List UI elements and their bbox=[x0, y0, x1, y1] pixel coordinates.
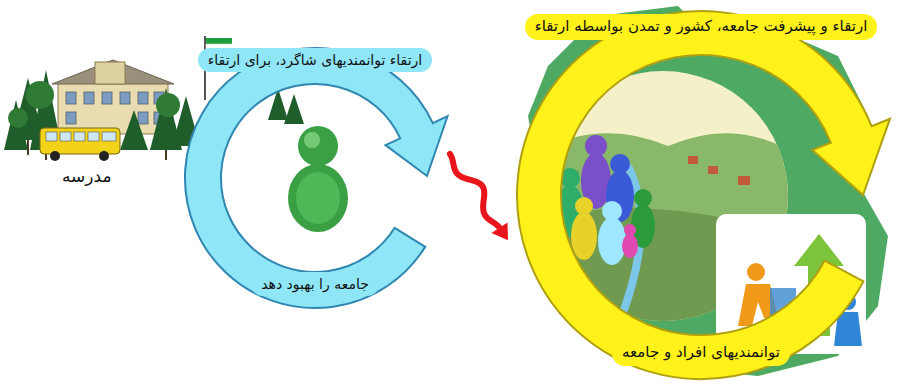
ring-arrow bbox=[517, 11, 890, 379]
ring-arrow-shape bbox=[508, 6, 894, 384]
arc-heading-text: ارتقاء توانمندیهای شاگرد، برای ارتقاء bbox=[198, 48, 433, 72]
arc-heading-text: ارتقاء و پیشرفت جامعه، کشور و تمدن بواسط… bbox=[525, 14, 878, 40]
arc-body-text: توانمندیهای افراد و جامعه bbox=[612, 340, 790, 366]
school-label: مدرسه bbox=[62, 166, 112, 186]
ring-arrow bbox=[185, 48, 448, 308]
student-cycle-arrow: ارتقاء توانمندیهای شاگرد، برای ارتقاء جام… bbox=[180, 28, 450, 328]
wavy-arrow bbox=[450, 154, 508, 240]
arrow-line bbox=[450, 154, 500, 228]
society-cycle-arrow: ارتقاء و پیشرفت جامعه، کشور و تمدن بواسط… bbox=[508, 6, 894, 384]
arrow-head bbox=[492, 222, 509, 240]
arc-body-text: جامعه را بهبود دهد bbox=[251, 272, 379, 296]
student-figure bbox=[288, 126, 348, 232]
